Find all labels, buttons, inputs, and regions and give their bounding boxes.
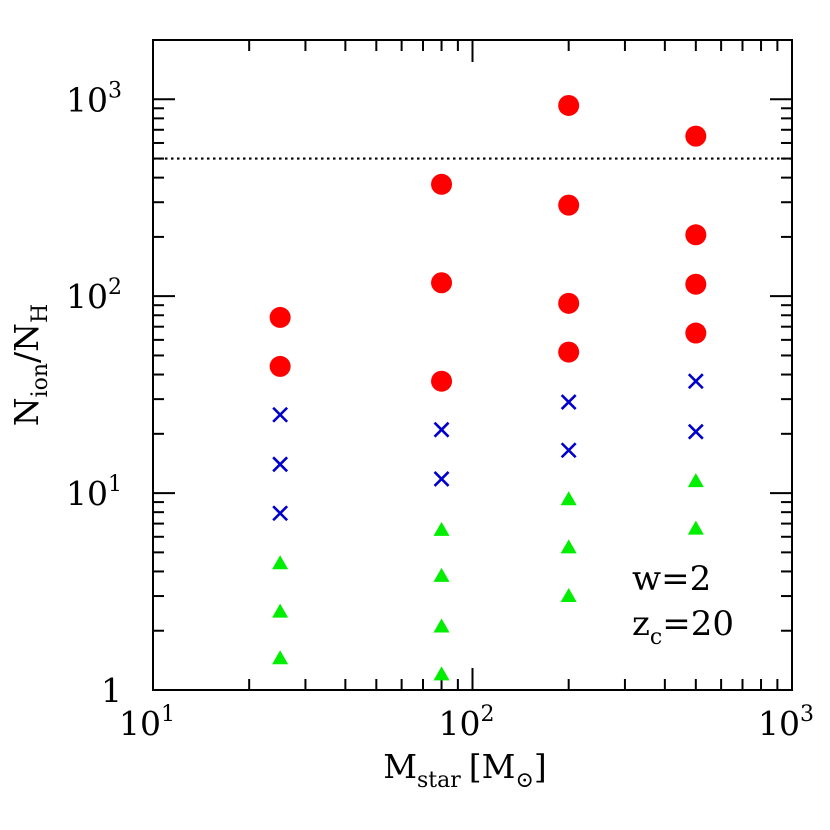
y-tick-label: 103: [66, 78, 122, 119]
data-markers: [269, 94, 707, 681]
data-point-cross: [272, 505, 289, 522]
data-point-cross: [560, 442, 577, 459]
data-point-triangle: [272, 650, 289, 665]
data-point-cross: [560, 394, 577, 410]
y-tick-labels: 1 101 102 103: [66, 78, 122, 710]
data-point-triangle: [272, 603, 289, 618]
data-point-cross: [687, 423, 704, 440]
data-point-cross: [433, 421, 450, 438]
data-point-circle: [558, 292, 580, 314]
x-tick-label: 101: [119, 702, 175, 743]
data-point-circle: [685, 224, 707, 246]
data-point-circle: [558, 341, 580, 363]
x-tick-label: 102: [439, 702, 495, 743]
data-point-triangle: [433, 618, 450, 633]
data-point-triangle: [433, 521, 450, 536]
x-tick-labels: 101 102 103: [119, 702, 814, 743]
y-tick-label: 1: [101, 671, 122, 710]
data-point-circle: [685, 273, 707, 295]
y-tick-label: 101: [66, 472, 122, 513]
y-tick-label: 102: [66, 275, 122, 316]
plot-frame: [152, 39, 793, 691]
y-axis-title: Nion/NH: [7, 304, 53, 427]
data-point-triangle: [687, 473, 704, 488]
data-point-triangle: [560, 491, 577, 506]
data-point-cross: [433, 471, 450, 487]
data-point-circle: [685, 125, 707, 147]
data-point-circle: [269, 306, 291, 328]
data-point-circle: [431, 173, 453, 195]
data-point-cross: [272, 456, 289, 473]
x-tick-label: 103: [758, 702, 814, 743]
data-point-circle: [269, 355, 291, 377]
annotation-w: w=2: [632, 559, 711, 599]
data-point-triangle: [433, 666, 450, 681]
data-point-cross: [687, 373, 704, 390]
data-point-triangle: [687, 520, 704, 535]
data-point-triangle: [560, 588, 577, 603]
data-point-circle: [431, 370, 453, 392]
data-point-circle: [431, 272, 453, 294]
x-axis-title: Mstar[M⊙]: [383, 747, 547, 793]
data-point-triangle: [272, 555, 289, 570]
data-point-triangle: [433, 567, 450, 582]
data-point-circle: [558, 194, 580, 216]
annotation-zc: zc=20: [632, 604, 734, 650]
data-point-circle: [558, 94, 580, 116]
data-point-cross: [272, 406, 289, 423]
data-point-triangle: [560, 539, 577, 554]
data-point-circle: [685, 322, 707, 344]
